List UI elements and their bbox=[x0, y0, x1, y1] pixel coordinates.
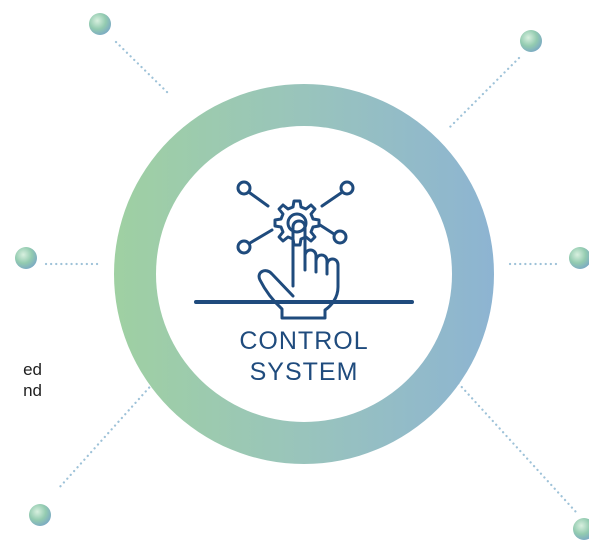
hand-pressing-gear-network-icon bbox=[194, 180, 414, 320]
center-title-line-2: SYSTEM bbox=[249, 358, 359, 386]
node-bottom-right-dot bbox=[573, 518, 589, 540]
node-right-dot bbox=[569, 247, 589, 269]
node-left-dot bbox=[15, 247, 37, 269]
center-ring: CONTROL SYSTEM bbox=[114, 84, 494, 464]
clipped-label-line-1: ed bbox=[23, 360, 42, 379]
clipped-label-line-2: nd bbox=[23, 381, 42, 400]
connector-top-right bbox=[445, 56, 521, 132]
connector-bottom-right bbox=[446, 370, 578, 514]
connector-top-left bbox=[114, 40, 171, 96]
center-title-line-1: CONTROL bbox=[239, 327, 369, 355]
center-title: CONTROL SYSTEM bbox=[156, 326, 452, 388]
node-top-right-dot bbox=[520, 30, 542, 52]
connector-bottom-left bbox=[56, 378, 158, 491]
node-bottom-left-dot bbox=[29, 504, 51, 526]
center-circle: CONTROL SYSTEM bbox=[156, 126, 452, 422]
node-top-left-dot bbox=[89, 13, 111, 35]
